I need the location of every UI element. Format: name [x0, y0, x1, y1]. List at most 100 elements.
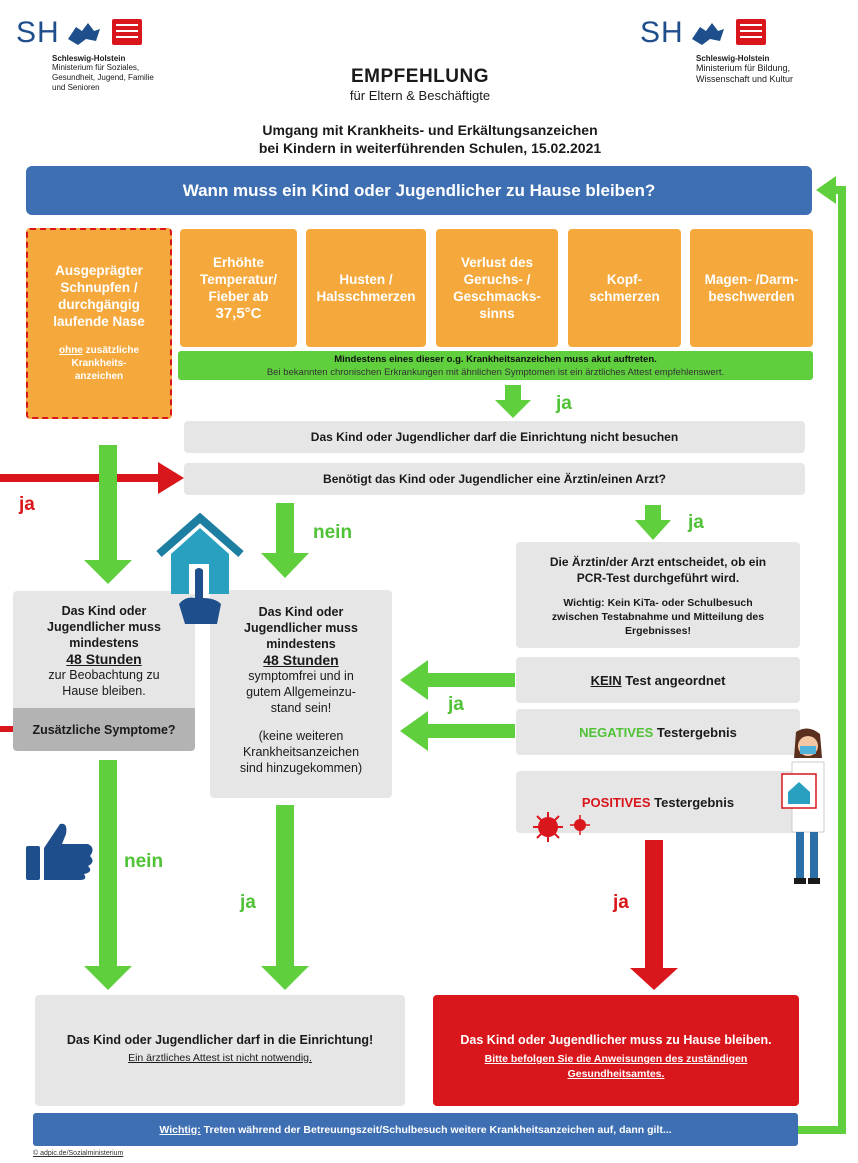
page-subtitle: Umgang mit Krankheits- und Erkältungsanz…	[140, 121, 720, 157]
title-main: EMPFEHLUNG	[351, 66, 489, 87]
question-banner: Wann muss ein Kind oder Jugendlicher zu …	[26, 166, 812, 215]
cold-line: Schnupfen /	[60, 280, 138, 295]
label-nein: nein	[124, 851, 164, 872]
red-line-left	[0, 474, 160, 482]
result-home-box: Das Kind oder Jugendlicher muss zu Hause…	[433, 995, 799, 1106]
arrowhead-observe-down	[84, 966, 132, 990]
virus-icon	[533, 812, 590, 842]
symptom-line: Temperatur/	[199, 272, 278, 287]
cold-note: anzeichen	[74, 371, 124, 382]
arrowhead-nein-down	[261, 553, 309, 578]
symptom-line: schmerzen	[589, 289, 660, 304]
arrowhead-pos-down	[630, 968, 678, 990]
doctor-line: Die Ärztin/der Arzt entscheidet, ob ein	[549, 555, 767, 569]
doctor-warning: Ergebnisses!	[625, 625, 691, 637]
doctor-warning: Wichtig: Kein KiTa- oder Schulbesuch	[563, 597, 753, 609]
logo-state-name: Schleswig-Holstein	[696, 54, 770, 63]
symptom-line: Fieber ab	[208, 289, 269, 304]
observe-line: mindestens	[69, 636, 139, 650]
symptom-line: Geruchs- /	[463, 272, 531, 287]
result-home-title: Das Kind oder Jugendlicher muss zu Hause…	[460, 1033, 772, 1047]
logo-ministry-line: und Senioren	[52, 83, 100, 92]
logo-ministry-line: Ministerium für Bildung,	[696, 63, 791, 73]
house-icon	[156, 512, 244, 624]
title-sub: für Eltern & Beschäftigte	[349, 88, 491, 103]
arrow-observe-down	[99, 760, 117, 968]
symptom-line: Husten /	[339, 272, 393, 287]
red-line-symptoms	[0, 726, 14, 732]
loop-arrowhead	[816, 176, 836, 204]
symptomfree-box: Das Kind oder Jugendlicher muss mindeste…	[210, 590, 392, 798]
result-ok-note: Ein ärztliches Attest ist nicht notwendi…	[128, 1052, 312, 1064]
arrow-neg-left	[425, 724, 515, 738]
result-ok-title: Das Kind oder Jugendlicher darf in die E…	[66, 1033, 374, 1047]
label-ja: ja	[240, 892, 256, 913]
symptom-line: Geschmacks-	[453, 289, 541, 304]
logo-sh-text: SH	[16, 16, 60, 49]
logo-right: SH Schleswig-Holstein Ministerium für Bi…	[640, 16, 793, 85]
result-kein-rest: Test angeordnet	[621, 672, 726, 688]
arrowhead-neg-left	[400, 711, 428, 751]
observe-line: Hause bleiben.	[62, 684, 146, 698]
symptom-head: Kopf- schmerzen	[568, 229, 681, 347]
coat-of-arms-icon	[691, 19, 766, 45]
free-note: sind hinzugekommen)	[239, 761, 363, 775]
arrow-down-1	[495, 385, 531, 418]
symptom-line: Magen- /Darm-	[704, 272, 799, 287]
free-line: Das Kind oder	[258, 605, 344, 619]
arrow-free-down	[276, 805, 294, 968]
result-no-test: KEIN Test angeordnet	[516, 657, 800, 703]
logo-state-name: Schleswig-Holstein	[52, 54, 126, 63]
cold-note: Krankheits-	[71, 358, 127, 369]
symptom-line: sinns	[479, 306, 515, 321]
arrow-ja-doctor	[635, 505, 671, 540]
label-ja: ja	[556, 393, 572, 414]
symptom-line: Erhöhte	[212, 255, 264, 270]
arrowhead-cold-down	[84, 560, 132, 584]
symptom-line: Halsschmerzen	[316, 289, 416, 304]
doctor-warning: zwischen Testabnahme und Mitteilung des	[551, 611, 765, 623]
green-criteria-bar: Mindestens eines dieser o.g. Krankheitsa…	[178, 351, 813, 380]
label-ja: ja	[613, 892, 629, 913]
result-home-note: Bitte befolgen Sie die Anweisungen des z…	[484, 1053, 748, 1065]
free-line: gutem Allgemeinzu-	[246, 685, 356, 699]
coat-of-arms-icon	[67, 19, 142, 45]
result-pos: POSITIVES	[581, 794, 651, 810]
observe-box: Das Kind oder Jugendlicher muss mindeste…	[13, 591, 195, 751]
free-note: Krankheitsanzeichen	[242, 745, 360, 759]
symptom-line: beschwerden	[708, 289, 795, 304]
label-ja: ja	[448, 694, 464, 715]
criteria-line: Bei bekannten chronischen Erkrankungen m…	[266, 367, 725, 378]
free-line: Jugendlicher muss	[244, 621, 358, 635]
result-ok-box: Das Kind oder Jugendlicher darf in die E…	[35, 995, 405, 1106]
logo-ministry-line: Ministerium für Soziales,	[52, 63, 140, 72]
result-neg: NEGATIVES	[579, 724, 654, 740]
cold-box: Ausgeprägter Schnupfen / durchgängig lau…	[26, 228, 172, 419]
result-neg-rest: Testergebnis	[653, 724, 737, 740]
free-line: mindestens	[266, 637, 336, 651]
symptom-stomach: Magen- /Darm- beschwerden	[690, 229, 813, 347]
page-title: EMPFEHLUNG für Eltern & Beschäftigte	[300, 66, 540, 103]
bottom-wichtig: Wichtig:	[159, 1123, 201, 1136]
cold-line: durchgängig	[58, 297, 140, 312]
bottom-note-bar: Wichtig: Treten während der Betreuungsze…	[33, 1113, 798, 1146]
free-line: symptomfrei und in	[248, 669, 354, 683]
observe-line: zur Beobachtung zu	[48, 668, 160, 682]
arrow-nein-down	[276, 503, 294, 555]
doctor-question-box: Benötigt das Kind oder Jugendlicher eine…	[184, 463, 805, 495]
no-visit-box: Das Kind oder Jugendlicher darf die Einr…	[184, 421, 805, 453]
doctor-line: PCR-Test durchgeführt wird.	[576, 571, 740, 585]
result-kein: KEIN	[590, 672, 622, 688]
subtitle-line: bei Kindern in weiterführenden Schulen, …	[258, 140, 602, 156]
bottom-note-text: Treten während der Betreuungszeit/Schulb…	[200, 1123, 672, 1136]
arrowhead-free-down	[261, 966, 309, 990]
free-note: (keine weiteren	[258, 729, 344, 743]
logo-ministry-line: Gesundheit, Jugend, Familie	[52, 73, 154, 82]
extra-symptoms-question: Zusätzliche Symptome?	[13, 708, 195, 751]
arrow-cold-down	[99, 445, 117, 563]
label-ja: ja	[688, 512, 704, 533]
observe-line: Das Kind oder	[61, 604, 147, 618]
cold-line: laufende Nase	[53, 314, 145, 329]
arrow-kein-left	[425, 673, 515, 687]
